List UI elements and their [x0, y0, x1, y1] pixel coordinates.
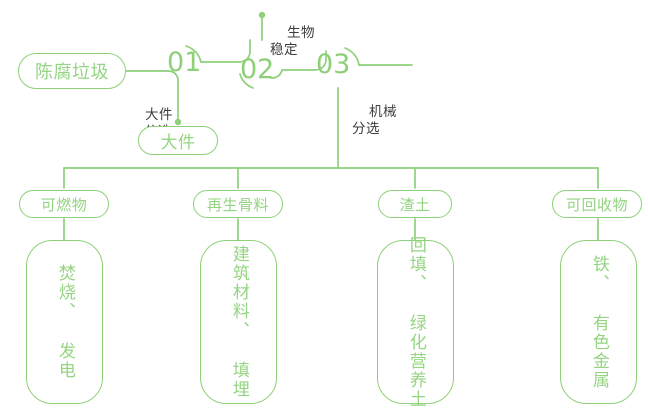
side-output-pill-bulky[interactable]: 大件 — [138, 126, 218, 155]
output-box-recycled-aggregate[interactable]: 建筑材料、 填埋 — [200, 240, 277, 404]
output-pill-combustible[interactable]: 可燃物 — [19, 190, 109, 218]
output-pill-3-label: 渣土 — [399, 196, 431, 214]
annotation-02-text: 生物 稳定 — [270, 24, 316, 57]
input-pill-label: 陈腐垃圾 — [35, 62, 109, 82]
stage-number-02[interactable]: 02 — [240, 56, 274, 83]
stage-01-text: 01 — [167, 47, 202, 78]
output-box-3-text: 回填、 绿化营养土 — [406, 235, 426, 409]
output-box-4-text: 铁、 有色金属 — [589, 254, 609, 390]
output-pill-residue-soil[interactable]: 渣土 — [378, 190, 452, 218]
annotation-03-text: 机械 分选 — [352, 103, 398, 136]
output-pill-4-label: 可回收物 — [565, 196, 628, 214]
stage-02-text: 02 — [240, 54, 275, 85]
output-pill-2-label: 再生骨料 — [206, 196, 269, 214]
output-box-2-text: 建筑材料、 填埋 — [229, 245, 249, 399]
output-pill-1-label: 可燃物 — [40, 196, 88, 214]
output-pill-recycled-aggregate[interactable]: 再生骨料 — [193, 190, 283, 218]
stage-03-text: 03 — [316, 49, 351, 80]
side-output-label: 大件 — [160, 133, 196, 152]
output-pill-recyclable[interactable]: 可回收物 — [552, 190, 642, 218]
output-box-1-text: 焚烧、 发电 — [55, 264, 75, 380]
dot-bulky — [174, 118, 182, 126]
output-box-residue-soil[interactable]: 回填、 绿化营养土 — [377, 235, 454, 409]
stage-number-03[interactable]: 03 — [316, 51, 350, 78]
input-pill[interactable]: 陈腐垃圾 — [18, 53, 126, 89]
annotation-bio-stabilization: 生物 稳定 — [270, 8, 315, 76]
dot-bio — [258, 11, 266, 19]
output-box-recyclable[interactable]: 铁、 有色金属 — [560, 240, 637, 404]
annotation-mechanical-sorting: 机械 分选 — [352, 87, 397, 155]
output-box-combustible[interactable]: 焚烧、 发电 — [26, 240, 103, 404]
stage-number-01[interactable]: 01 — [167, 49, 201, 76]
